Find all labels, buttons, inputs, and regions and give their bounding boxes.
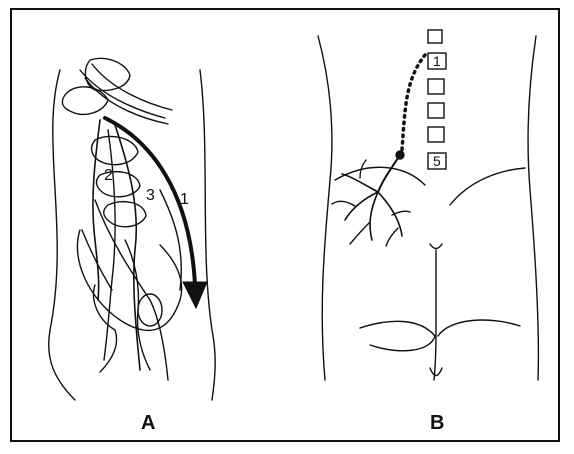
dotted-referral-line xyxy=(402,55,425,150)
nerve-tree-branch-3 xyxy=(378,192,402,236)
torso-left xyxy=(318,36,332,380)
cleft-bottom xyxy=(430,368,442,376)
nerve-tree-twig-1 xyxy=(332,201,355,206)
nerve-branch-b xyxy=(95,200,168,380)
panel-a-label: A xyxy=(141,412,155,435)
torso-right xyxy=(528,36,538,380)
gluteal-left xyxy=(360,321,435,350)
iliac-crest-right xyxy=(450,168,525,205)
panel-b-drawing xyxy=(318,30,538,380)
gluteal-cleft xyxy=(434,250,436,380)
nerve-tree-twig-2 xyxy=(350,222,370,244)
nerve-tree-twig-3 xyxy=(392,211,410,215)
vertebra-mid xyxy=(92,136,138,164)
rib-2 xyxy=(85,78,168,124)
arrow-head-1 xyxy=(183,282,207,308)
rib-3 xyxy=(92,64,172,110)
vertebra-box-l2 xyxy=(428,79,444,94)
pathway-label-1: 1 xyxy=(180,191,189,208)
body-outline-front xyxy=(200,70,215,400)
vertebra-label-l5: 5 xyxy=(433,153,441,169)
gluteal-right xyxy=(438,320,520,336)
body-outline-back xyxy=(49,70,75,400)
gluteal-cleft-top xyxy=(430,244,442,249)
rib-1 xyxy=(80,70,165,118)
nerve-tree-trunk xyxy=(378,158,398,192)
nerve-tree-twig-4 xyxy=(386,228,398,246)
panel-a-drawing xyxy=(49,58,215,400)
pelvis-outline xyxy=(77,230,181,330)
vertebra-lower xyxy=(104,202,146,227)
vertebra-box-l4 xyxy=(428,127,444,142)
vertebra-box-l3 xyxy=(428,103,444,118)
pathway-label-3: 3 xyxy=(146,187,155,204)
pathway-label-2: 2 xyxy=(104,167,113,184)
panel-b-label: B xyxy=(430,412,444,435)
vertebra-label-l1: 1 xyxy=(433,53,441,69)
nerve-tree-branch-2 xyxy=(370,192,378,240)
vertebra-box-t12 xyxy=(428,30,442,43)
